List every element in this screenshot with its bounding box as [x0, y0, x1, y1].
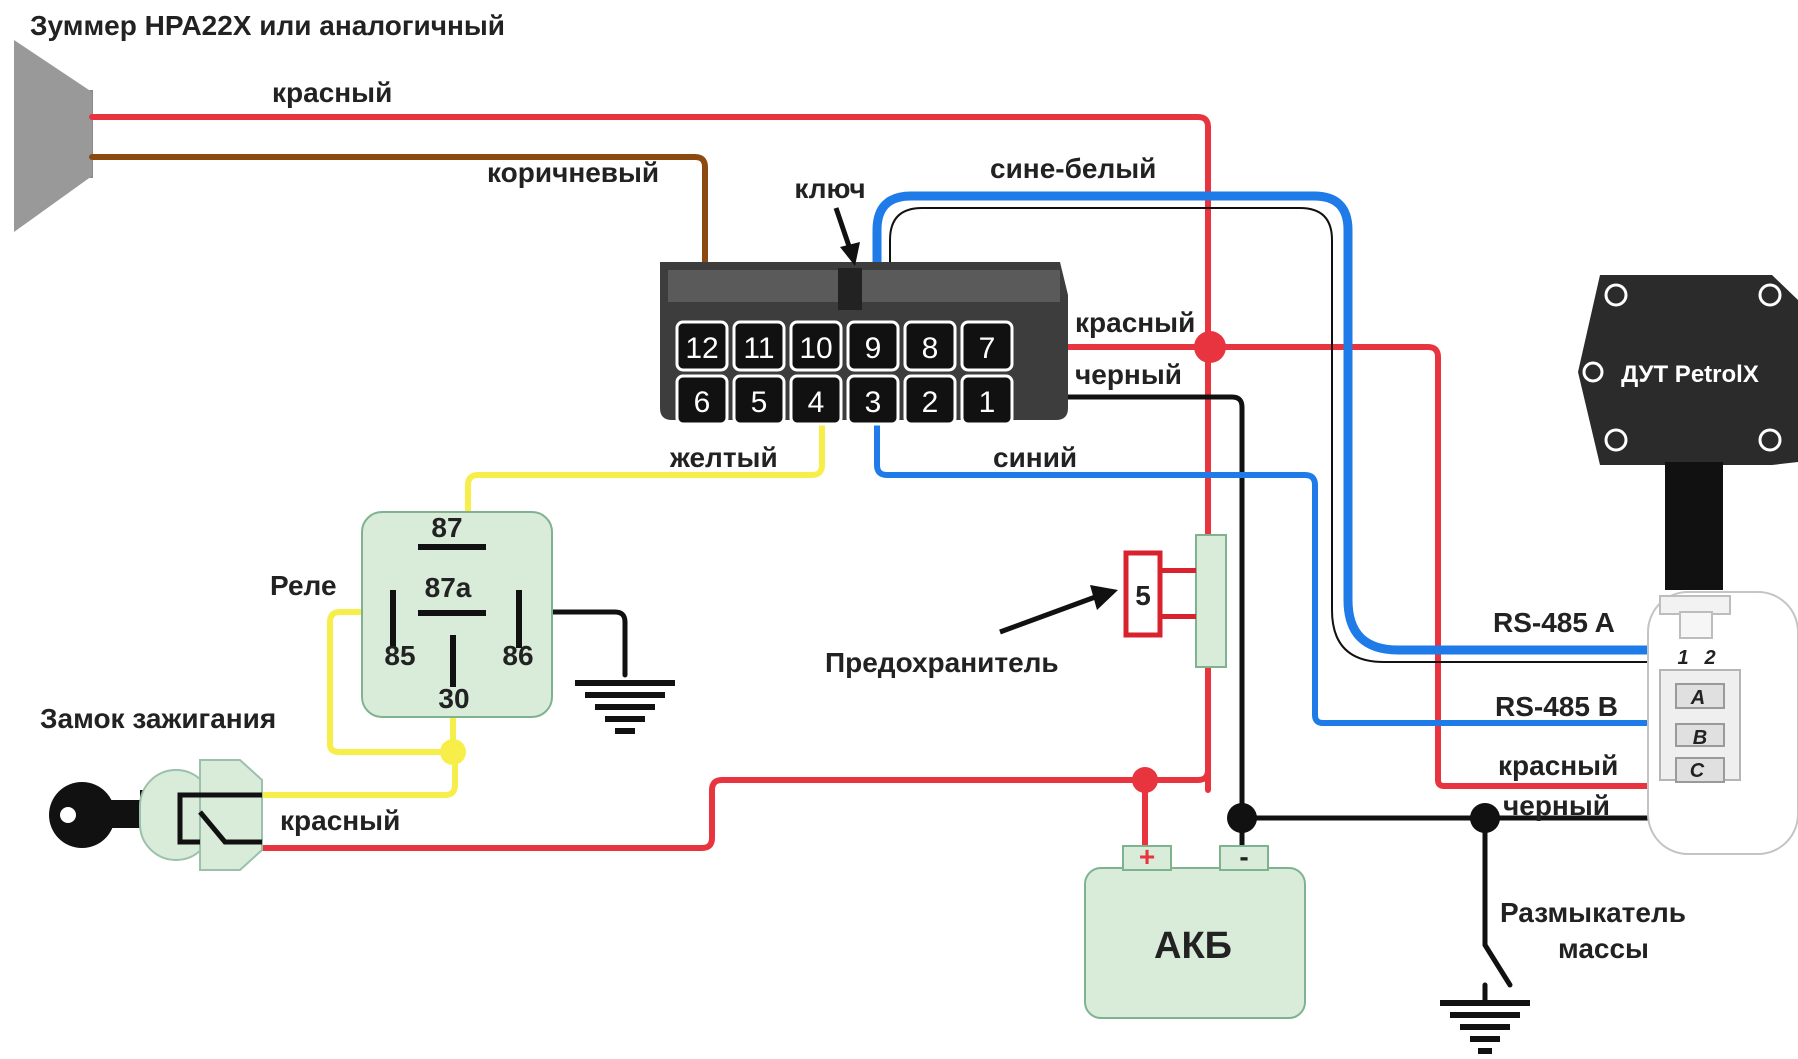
connector-pin-4: 4 — [808, 386, 825, 419]
buzzer-icon — [14, 40, 93, 232]
connector-pin-6: 6 — [694, 386, 711, 419]
ground-switch-wire — [1482, 815, 1513, 988]
battery-plus: + — [1139, 841, 1155, 872]
ignition-switch-icon — [139, 759, 263, 871]
connector-pin-cell — [903, 374, 957, 426]
sensor-pin-2: 2 — [1703, 647, 1715, 669]
connector-pin-8: 8 — [922, 332, 939, 365]
battery-label: АКБ — [1154, 925, 1232, 967]
connector-pin-2: 2 — [922, 386, 939, 419]
pin4-yellow-label: желтый — [669, 442, 778, 473]
ground-icon — [1440, 1000, 1530, 1054]
relay86-black-wire — [517, 609, 628, 678]
fuel-sensor: ДУТ PetrolX — [1578, 275, 1798, 590]
connector-pin-12: 12 — [685, 332, 718, 365]
connector-pin-5: 5 — [751, 386, 768, 419]
buzzer-brown-wire — [89, 154, 708, 318]
connector-pin-cell — [789, 374, 843, 426]
battery: + - АКБ — [1084, 841, 1306, 1019]
relay-pin-30: 30 — [438, 683, 469, 714]
pin3-blue-label: синий — [993, 442, 1077, 473]
yellow-junction-dot — [440, 739, 466, 765]
connector-pin-cell — [675, 374, 729, 426]
connector-pin-9: 9 — [865, 332, 882, 365]
sensor-pin-1: 1 — [1677, 647, 1688, 669]
connector-pin-cell — [960, 374, 1014, 426]
relay-label: Реле — [270, 570, 337, 601]
red-junction-dot — [1194, 331, 1226, 363]
sensor-label: ДУТ PetrolX — [1621, 361, 1759, 388]
pin4-yellow-wire — [465, 417, 825, 543]
ground-switch-label-line1: Размыкатель — [1500, 897, 1686, 928]
connector-pin-3: 3 — [865, 386, 882, 419]
rs485b-label: RS-485 B — [1495, 691, 1618, 722]
ground-icon — [575, 680, 675, 734]
battery-minus: - — [1239, 841, 1248, 872]
connector-pin-cell — [846, 320, 900, 372]
connector-pin-cell — [960, 320, 1014, 372]
fuse-value: 5 — [1135, 580, 1151, 611]
key-arrow-icon — [833, 207, 860, 266]
connector-pin-cell — [903, 320, 957, 372]
rs485a-label: RS-485 A — [1493, 607, 1615, 638]
connector-key-notch — [838, 268, 862, 310]
connector-pin-7: 7 — [979, 332, 996, 365]
connector-pin-cell — [789, 320, 843, 372]
ignition-label: Замок зажигания — [40, 703, 276, 734]
key-label: ключ — [794, 173, 865, 204]
fuse-pointer-arrow-icon — [999, 585, 1118, 635]
connector-pin-cell — [846, 374, 900, 426]
relay85-yellow-wire — [259, 609, 458, 798]
red-junction-dot — [1132, 767, 1158, 793]
sensor-contact-b: B — [1693, 727, 1707, 749]
ground-switch-label-line2: массы — [1558, 933, 1649, 964]
sensor-contact-c: C — [1690, 760, 1705, 782]
connector-pin-cell — [732, 374, 786, 426]
buzzer-red-wire — [89, 114, 1211, 793]
connector-pin-1: 1 — [979, 386, 996, 419]
sensor-red-label: красный — [1498, 750, 1618, 781]
diagram-title: Зуммер HPA22X или аналогичный — [30, 10, 505, 41]
black-junction-dot — [1470, 803, 1500, 833]
blue-white-label: сине-белый — [990, 153, 1156, 184]
ignition-key-icon — [49, 782, 150, 848]
sensor-contact-a: A — [1690, 687, 1705, 709]
pin1-black-label: черный — [1075, 359, 1182, 390]
connector-pin-cell — [732, 320, 786, 372]
buzzer-red-label: красный — [272, 77, 392, 108]
connector: 12 11 10 9 8 7 6 5 4 3 2 1 — [660, 262, 1068, 426]
relay: 87 87a 85 86 30 — [361, 511, 553, 718]
connector-pin-cell — [675, 320, 729, 372]
connector-pin-10: 10 — [799, 332, 832, 365]
pin7-red-wire — [1019, 344, 1693, 789]
pin7-red-label: красный — [1075, 307, 1195, 338]
connector-pin-11: 11 — [743, 332, 774, 365]
black-junction-dot — [1227, 803, 1257, 833]
pin1-black-wire — [1019, 394, 1245, 821]
fuse-red-wire — [259, 662, 1211, 851]
relay-pin-86: 86 — [502, 640, 533, 671]
relay-pin-87: 87 — [431, 512, 462, 543]
buzzer-brown-label: коричневый — [487, 157, 659, 188]
sensor-black-label: черный — [1503, 790, 1610, 821]
fuse: 5 — [1123, 534, 1227, 668]
relay-pin-87a: 87a — [425, 572, 472, 603]
fuse-label: Предохранитель — [825, 647, 1059, 678]
relay-pin-85: 85 — [384, 640, 415, 671]
ignition-red-label: красный — [280, 805, 400, 836]
sensor-connector: 1 2 A B C — [1647, 591, 1798, 855]
